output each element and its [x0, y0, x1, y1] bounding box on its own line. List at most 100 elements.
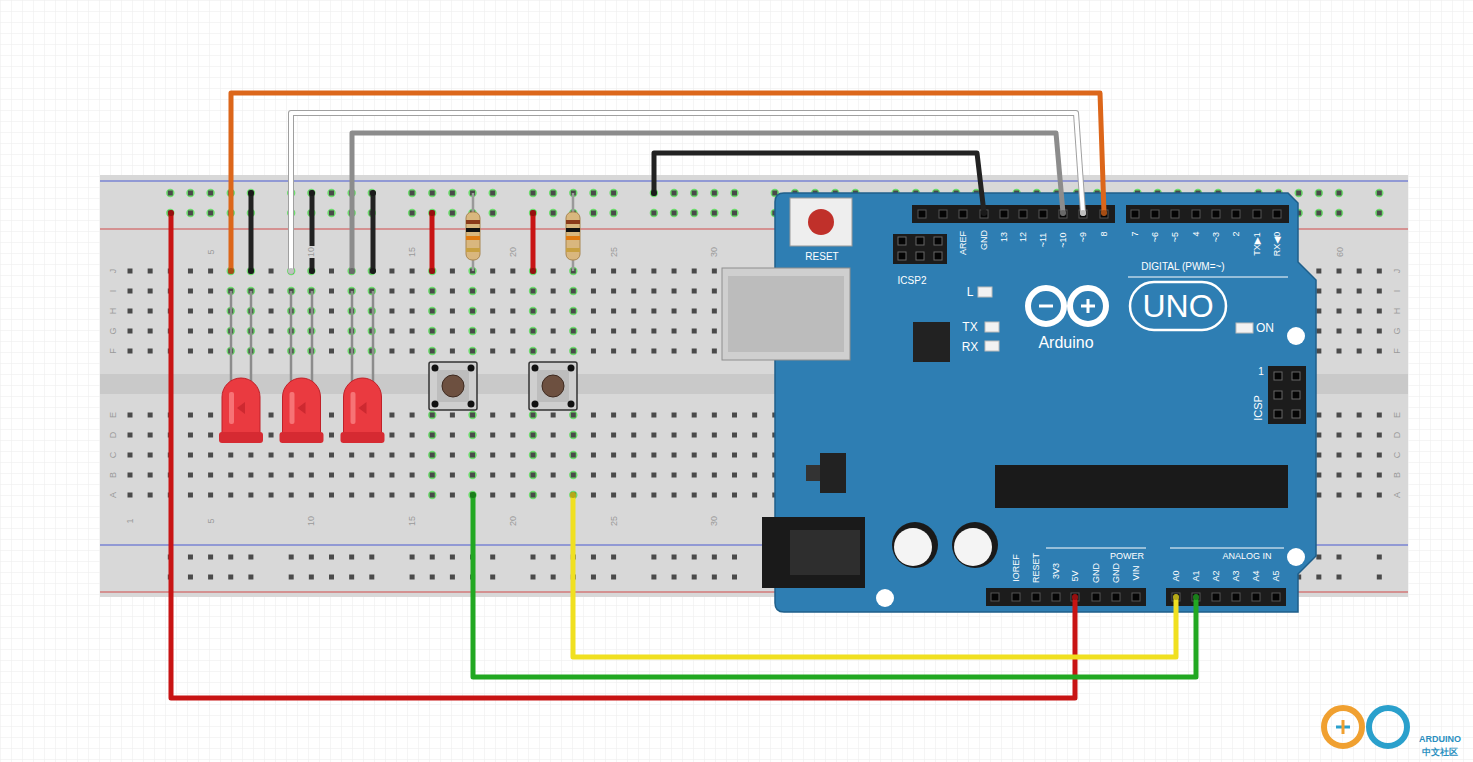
- header-pin: [1232, 210, 1240, 218]
- breadboard-hole: [269, 493, 274, 498]
- breadboard-hole: [208, 309, 213, 314]
- pin-label: A0: [1172, 570, 1181, 581]
- breadboard-hole: [1377, 555, 1382, 560]
- breadboard-hole: [712, 555, 717, 560]
- column-number: 10: [307, 246, 316, 258]
- breadboard-hole: [531, 191, 536, 196]
- connected-hole: [1375, 209, 1383, 217]
- connected-hole: [468, 287, 476, 295]
- breadboard-hole: [410, 211, 415, 216]
- connected-hole: [529, 209, 537, 217]
- breadboard-hole: [470, 413, 475, 418]
- breadboard-hole: [551, 575, 556, 580]
- connected-hole: [589, 189, 597, 197]
- breadboard-hole: [1316, 413, 1321, 418]
- connected-hole: [468, 411, 476, 419]
- breadboard-hole: [1337, 329, 1342, 334]
- breadboard-hole: [410, 575, 415, 580]
- breadboard-hole: [128, 309, 133, 314]
- header-pin: [1232, 593, 1240, 601]
- row-letter: A: [109, 491, 118, 499]
- breadboard-hole: [309, 555, 314, 560]
- breadboard-hole: [551, 349, 556, 354]
- pushbutton-pin: [432, 401, 439, 408]
- breadboard-hole: [269, 413, 274, 418]
- breadboard-hole: [551, 289, 556, 294]
- breadboard-hole: [269, 329, 274, 334]
- header-pin: [980, 210, 988, 218]
- column-number: 5: [207, 248, 216, 255]
- connected-hole: [489, 189, 497, 197]
- led-body: [283, 378, 321, 440]
- breadboard-hole: [148, 493, 153, 498]
- breadboard-hole: [1316, 329, 1321, 334]
- connected-hole: [347, 267, 355, 275]
- watermark-ring: [1324, 708, 1362, 746]
- breadboard-hole: [410, 413, 415, 418]
- connected-hole: [529, 411, 537, 419]
- breadboard-hole: [470, 289, 475, 294]
- breadboard-hole: [651, 329, 656, 334]
- pin-label: ~9: [1079, 232, 1088, 242]
- header-pin: [916, 237, 924, 245]
- breadboard-hole: [389, 349, 394, 354]
- led-highlight: [229, 392, 234, 424]
- breadboard-hole: [752, 473, 757, 478]
- breadboard-hole: [369, 453, 374, 458]
- wire-end: [309, 268, 315, 274]
- column-number: 1: [126, 517, 135, 524]
- led-rim: [219, 432, 263, 443]
- breadboard-hole: [309, 575, 314, 580]
- breadboard-hole: [289, 493, 294, 498]
- wire-end: [429, 210, 435, 216]
- breadboard-hole: [712, 211, 717, 216]
- connected-hole: [609, 189, 617, 197]
- breadboard-hole: [772, 191, 777, 196]
- watermark: 中文社区: [1422, 748, 1458, 757]
- breadboard-hole: [1357, 289, 1362, 294]
- column-number: 15: [408, 246, 417, 258]
- breadboard-hole: [470, 433, 475, 438]
- connected-hole: [569, 471, 577, 479]
- breadboard-hole: [551, 413, 556, 418]
- header-pin: [1172, 593, 1180, 601]
- breadboard-hole: [389, 309, 394, 314]
- breadboard-hole: [289, 453, 294, 458]
- breadboard-hole: [1377, 413, 1382, 418]
- header-pin: [1171, 210, 1179, 218]
- pushbutton-pin: [568, 365, 575, 372]
- resistor-band: [466, 228, 480, 232]
- breadboard-hole: [611, 413, 616, 418]
- breadboard-hole: [651, 555, 656, 560]
- header-pin: [1052, 593, 1060, 601]
- breadboard-hole: [531, 555, 536, 560]
- row-letter: A: [1393, 491, 1402, 499]
- breadboard-hole: [128, 453, 133, 458]
- breadboard-hole: [430, 269, 435, 274]
- power-jack-inner: [790, 530, 860, 575]
- breadboard-hole: [752, 493, 757, 498]
- breadboard-hole: [1316, 269, 1321, 274]
- connected-hole: [408, 189, 416, 197]
- connected-hole: [327, 189, 335, 197]
- breadboard-hole: [470, 309, 475, 314]
- breadboard-hole: [410, 555, 415, 560]
- wire-end: [1060, 210, 1066, 216]
- breadboard-hole: [651, 349, 656, 354]
- breadboard-hole: [490, 493, 495, 498]
- led-die: [359, 402, 367, 414]
- breadboard-hole: [309, 453, 314, 458]
- breadboard-hole: [551, 453, 556, 458]
- breadboard-hole: [470, 329, 475, 334]
- header-pin: [1292, 391, 1300, 399]
- breadboard-hole: [651, 493, 656, 498]
- breadboard-hole: [551, 329, 556, 334]
- column-number: 15: [408, 515, 417, 527]
- connected-hole: [186, 189, 194, 197]
- resistor-body: [466, 212, 480, 260]
- breadboard-hole: [410, 349, 415, 354]
- connected-hole: [428, 411, 436, 419]
- breadboard-hole: [349, 493, 354, 498]
- breadboard-hole: [510, 413, 515, 418]
